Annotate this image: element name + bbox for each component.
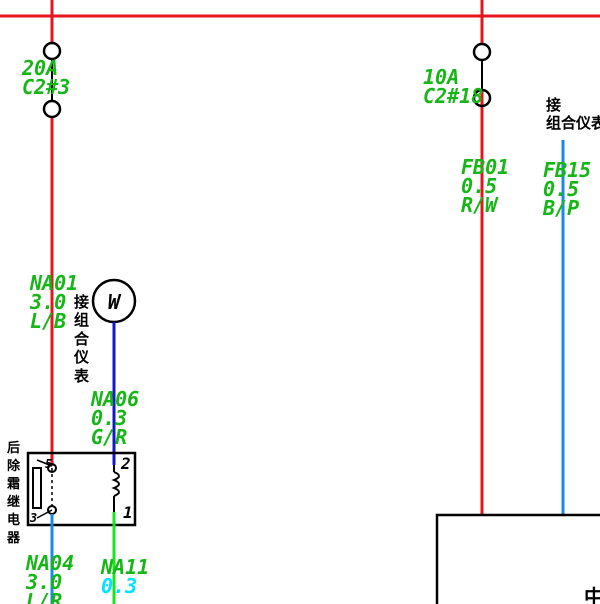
wire-na01-color: L/B [30,309,66,333]
relay-pin-5: 5 [45,457,52,471]
svg-text:电: 电 [7,512,20,528]
wire-na01-code: NA01 [29,271,78,295]
wire-na04-code: NA04 [25,551,74,575]
wire-fb01-color: R/W [461,193,499,217]
wire-fb15-color: B/P [542,196,579,220]
svg-text:继: 继 [7,494,20,510]
svg-text:接: 接 [74,293,89,311]
wire-na06-gauge: 0.3 [91,406,127,430]
to-cluster-right-line: 组合仪表 [546,114,600,132]
wire-na06-code: NA06 [90,387,139,411]
svg-text:表: 表 [74,367,90,385]
wire-na11-gauge: 0.3 [101,574,137,598]
svg-text:组: 组 [74,311,89,329]
to-cluster-left-label: 接 组 合 仪 表 [73,293,90,385]
svg-text:仪: 仪 [73,348,90,366]
fuse-left-rating: 20A [21,56,58,80]
fuse-c2-3 [42,41,62,119]
relay-name-label: 后 除 霜 继 电 器 [6,440,21,546]
fuse-c2-18 [472,42,492,108]
wire-na11-code: NA11 [100,555,149,579]
fuse-right-id: C2#18 [423,84,483,108]
svg-text:后: 后 [7,440,20,456]
svg-text:器: 器 [6,531,21,546]
wire-na01-gauge: 3.0 [29,290,66,314]
wire-fb01-gauge: 0.5 [461,174,497,198]
wire-na04-color: L/R [26,589,62,604]
svg-text:霜: 霜 [6,477,20,492]
wire-fb01-code: FB01 [461,155,509,179]
fuse-left-id: C2#3 [22,75,70,99]
wire-na06-color: G/R [91,425,127,449]
relay-pin-3: 3 [29,511,37,525]
svg-text:除: 除 [7,458,21,474]
module-partial-label: 中 [584,585,600,604]
wire-fb15-code: FB15 [543,158,591,182]
svg-text:合: 合 [73,330,90,348]
relay-pin-2: 2 [120,454,131,473]
indicator-symbol: W [108,290,122,314]
wire-fb15-gauge: 0.5 [543,177,579,201]
wire-na04-gauge: 3.0 [25,570,62,594]
relay-pin-1: 1 [123,503,133,522]
to-cluster-right-top: 接 [546,96,561,114]
fuse-right-rating: 10A [423,65,459,89]
module-box [435,513,600,604]
relay-body [26,451,137,527]
